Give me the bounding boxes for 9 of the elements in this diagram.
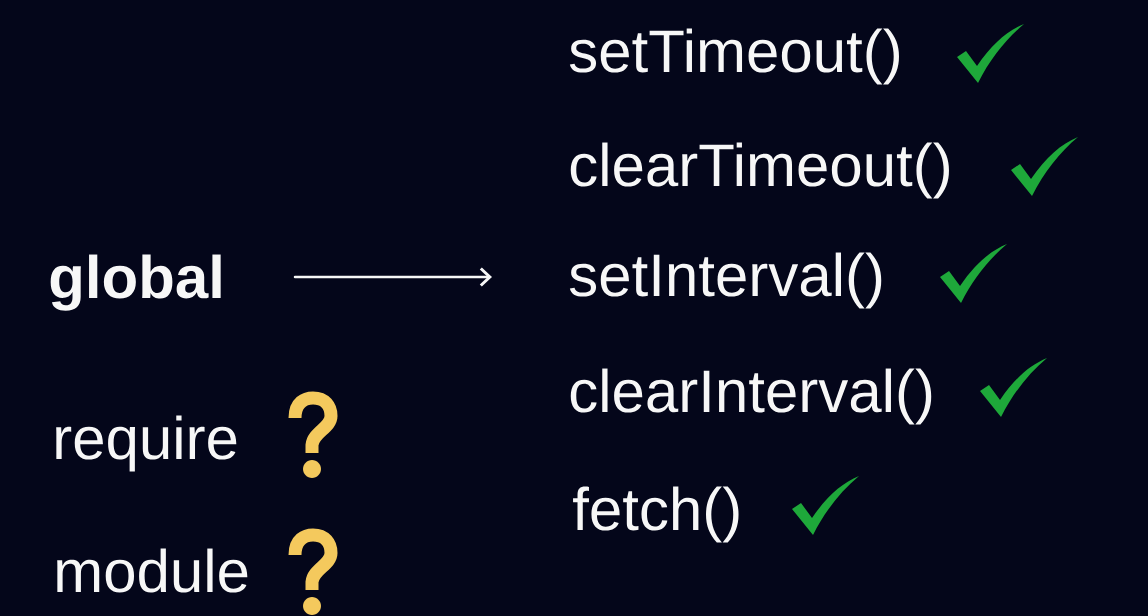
- function-name: clearTimeout(): [570, 142, 949, 199]
- arrow: [293, 267, 492, 287]
- function-name: setTimeout(): [569, 28, 899, 85]
- function-name: fetch(): [573, 486, 739, 543]
- term-label: global: [50, 254, 221, 311]
- function-name: setInterval(): [569, 252, 882, 309]
- function-name: clearInterval(): [570, 368, 932, 425]
- term-label: module: [57, 548, 248, 593]
- term-label: require: [56, 415, 237, 472]
